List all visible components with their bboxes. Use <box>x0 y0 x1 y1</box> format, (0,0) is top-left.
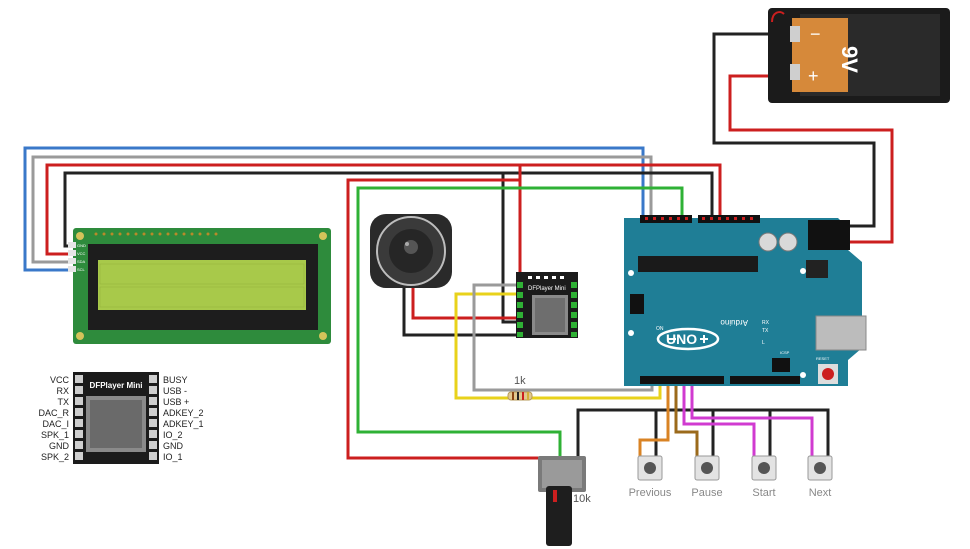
pin-adkey-2: ADKEY_2 <box>163 408 204 418</box>
arduino-l-label: L <box>762 340 765 346</box>
battery-plus-label: + <box>808 66 819 86</box>
button-previous-label: Previous <box>629 487 672 499</box>
arduino-rx-label: RX <box>762 320 770 326</box>
wire-magenta-next <box>690 380 814 460</box>
wire-black-dfp <box>501 173 518 324</box>
wire-brown-pause <box>674 380 699 460</box>
dfplayer-left-pins: VCC RX TX DAC_R DAC_I SPK_1 GND SPK_2 <box>38 375 69 462</box>
resistor-label: 1k <box>514 375 526 387</box>
button-start-label: Start <box>752 487 775 499</box>
arduino-reset-label: RESET <box>816 356 830 361</box>
lcd-pin-vcc: VCC <box>77 251 86 256</box>
button-pause[interactable]: Pause <box>691 455 723 499</box>
wire-speaker-red <box>411 285 518 320</box>
dfplayer-module: DFPlayer Mini <box>516 272 578 338</box>
pin-rx: RX <box>56 386 69 396</box>
arduino-brand-label: Arduino <box>720 318 748 327</box>
battery-voltage-label: 9V <box>837 46 862 73</box>
arduino-tx-label: TX <box>762 328 769 334</box>
lcd-pin-sda: SDA <box>77 259 86 264</box>
lcd-pin-gnd: GND <box>77 243 86 248</box>
battery-9v: − + 9V <box>768 8 950 103</box>
push-buttons: Previous Pause Start Next <box>629 455 833 499</box>
pin-spk-1: SPK_1 <box>41 430 69 440</box>
pin-tx: TX <box>57 397 69 407</box>
dfplayer-module-label: DFPlayer Mini <box>528 286 566 292</box>
dfplayer-pinout: DFPlayer Mini VCC RX TX DAC_R DAC_I SPK_… <box>38 372 204 464</box>
wire-red-vcc <box>45 163 722 256</box>
pin-io-2: IO_2 <box>163 430 183 440</box>
arduino-icsp-label: ICSP <box>780 350 790 355</box>
pin-usb-plus: USB + <box>163 397 189 407</box>
lcd-16x2: GND VCC SDA SCL <box>68 228 331 344</box>
button-pause-label: Pause <box>691 487 722 499</box>
potentiometer-10k: 10k <box>538 456 591 546</box>
speaker <box>370 214 452 288</box>
pin-gnd-left: GND <box>49 441 70 451</box>
pin-dac-i: DAC_I <box>42 419 69 429</box>
arduino-uno: UNO Arduino ON TX RX L ICSP RESET <box>624 215 867 386</box>
wire-battery-black <box>712 32 876 228</box>
wire-red-pot <box>346 178 540 460</box>
pin-adkey-1: ADKEY_1 <box>163 419 204 429</box>
pin-usb-minus: USB - <box>163 386 187 396</box>
button-next-label: Next <box>809 487 832 499</box>
button-previous[interactable]: Previous <box>629 455 672 499</box>
wire-yellow-rx <box>454 292 662 400</box>
button-start[interactable]: Start <box>751 455 777 499</box>
wire-gray-sda <box>31 155 653 264</box>
wire-magenta-start <box>682 380 756 460</box>
wires <box>23 32 894 460</box>
pin-spk-2: SPK_2 <box>41 452 69 462</box>
button-next[interactable]: Next <box>807 455 833 499</box>
pin-busy: BUSY <box>163 375 188 385</box>
battery-minus-label: − <box>810 24 821 44</box>
dfplayer-pinout-title: DFPlayer Mini <box>90 381 143 390</box>
arduino-on-label: ON <box>656 326 664 332</box>
pin-dac-r: DAC_R <box>38 408 69 418</box>
resistor-1k: 1k <box>507 375 533 401</box>
arduino-model-label: UNO <box>666 331 697 347</box>
wire-black-pot <box>576 408 830 460</box>
dfplayer-right-pins: BUSY USB - USB + ADKEY_2 ADKEY_1 IO_2 GN… <box>163 375 204 462</box>
pin-gnd-right: GND <box>163 441 184 451</box>
wire-battery-red <box>728 74 894 244</box>
lcd-pin-scl: SCL <box>77 267 86 272</box>
pin-vcc: VCC <box>50 375 70 385</box>
wire-green-pot <box>356 186 684 456</box>
wire-speaker-black <box>402 285 518 337</box>
potentiometer-label: 10k <box>573 493 591 505</box>
wire-orange-previous <box>638 380 670 460</box>
wire-gray-tx <box>472 283 654 392</box>
pin-io-1: IO_1 <box>163 452 183 462</box>
